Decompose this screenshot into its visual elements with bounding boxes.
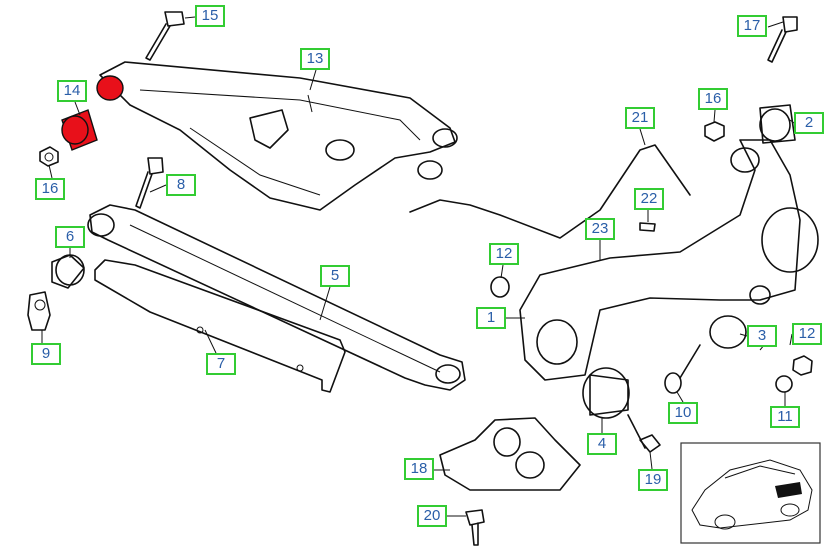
bushing-2: [759, 104, 796, 144]
callout-17: 17: [737, 15, 767, 37]
bolt-10: [664, 344, 701, 394]
bushing-6: [51, 254, 85, 289]
bolt-20: [465, 509, 485, 546]
bolt-15: [145, 11, 185, 61]
nut-16-upper: [704, 121, 725, 142]
callout-18: 18: [404, 458, 434, 480]
leader-lines: [41, 16, 795, 517]
callout-8: 8: [166, 174, 196, 196]
callout-13: 13: [300, 48, 330, 70]
callout-2: 2: [794, 112, 824, 134]
callout-16-left: 16: [35, 178, 65, 200]
bolt-17: [767, 16, 798, 63]
cover-7: [94, 259, 346, 393]
callout-7: 7: [206, 353, 236, 375]
callout-15: 15: [195, 5, 225, 27]
control-arm-13: [99, 61, 458, 211]
mount-18: [439, 417, 581, 491]
callout-22: 22: [634, 188, 664, 210]
bushing-4: [536, 319, 630, 419]
callout-1: 1: [476, 307, 506, 329]
trailing-link-5: [87, 204, 466, 391]
callout-6: 6: [55, 226, 85, 248]
callout-5: 5: [320, 265, 350, 287]
bushing-3: [709, 315, 747, 349]
callout-10: 10: [668, 402, 698, 424]
callout-19: 19: [638, 469, 668, 491]
bolt-8: [135, 157, 164, 209]
callout-20: 20: [417, 505, 447, 527]
sensor-22: [639, 222, 656, 232]
callout-21: 21: [625, 107, 655, 129]
nut-16-left: [39, 146, 59, 167]
bracket-9: [27, 291, 51, 331]
callout-16-upper: 16: [698, 88, 728, 110]
bolt-19: [627, 414, 661, 453]
callout-12-lower: 12: [792, 323, 822, 345]
callout-11: 11: [770, 406, 800, 428]
callout-9: 9: [31, 343, 61, 365]
callout-4: 4: [587, 433, 617, 455]
nut-11: [775, 355, 813, 393]
vehicle-inset: [680, 442, 821, 544]
callout-23: 23: [585, 218, 615, 240]
washer-12-upper: [490, 276, 510, 298]
callout-12-upper: 12: [489, 243, 519, 265]
wheel-carrier-1: [519, 139, 819, 381]
sensor-wire-21: [409, 144, 691, 239]
callout-14: 14: [57, 80, 87, 102]
callout-3: 3: [747, 325, 777, 347]
